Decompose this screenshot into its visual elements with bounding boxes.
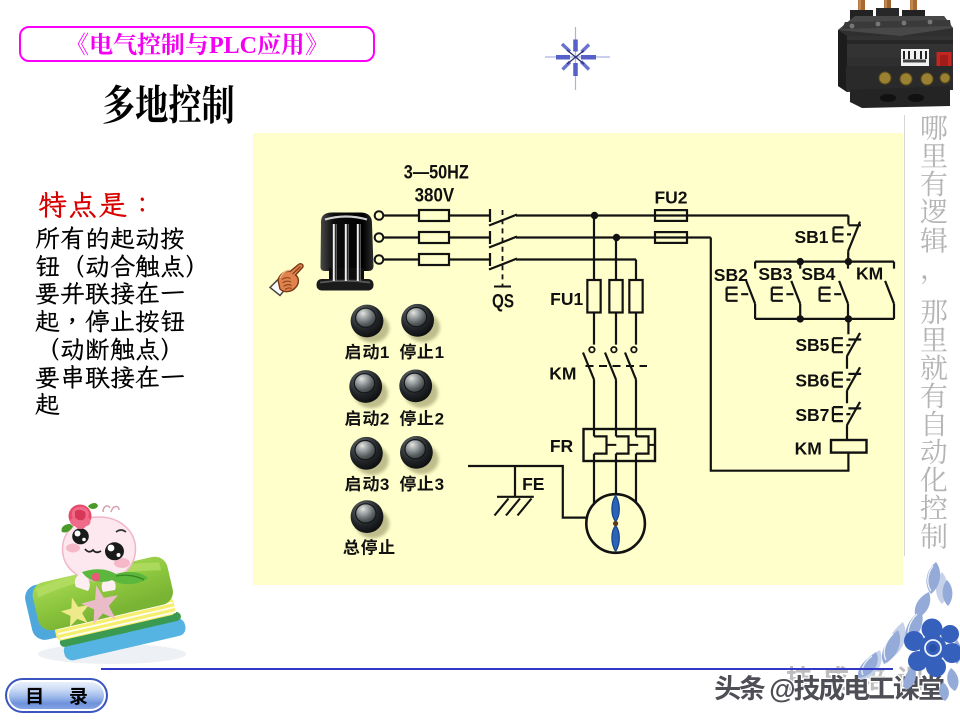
svg-text:3—50HZ: 3—50HZ — [404, 163, 469, 184]
svg-text:启动3: 启动3 — [345, 470, 391, 495]
svg-text:总停止: 总停止 — [343, 534, 396, 559]
svg-text:KM: KM — [549, 364, 576, 384]
svg-text:380V: 380V — [415, 185, 455, 206]
svg-text:启动1: 启动1 — [345, 338, 391, 363]
svg-text:停止1: 停止1 — [399, 338, 445, 363]
svg-text:SB6: SB6 — [795, 371, 829, 391]
svg-text:SB2: SB2 — [714, 265, 748, 285]
svg-text:QS: QS — [492, 291, 514, 313]
svg-text:SB1: SB1 — [794, 227, 828, 247]
svg-text:SB3: SB3 — [758, 264, 792, 284]
svg-text:技成培训: 技成培训 — [786, 659, 934, 696]
svg-text:FU2: FU2 — [654, 188, 687, 208]
svg-text:FE: FE — [522, 474, 544, 494]
svg-text:FU1: FU1 — [550, 289, 583, 309]
svg-text:SB5: SB5 — [795, 335, 829, 355]
svg-text:停止3: 停止3 — [399, 470, 445, 495]
svg-text:SB4: SB4 — [801, 264, 835, 284]
svg-text:KM: KM — [795, 439, 822, 459]
svg-text:KM: KM — [856, 264, 883, 284]
svg-text:FR: FR — [550, 436, 574, 456]
svg-text:启动2: 启动2 — [345, 404, 391, 429]
svg-text:SB7: SB7 — [795, 405, 829, 425]
svg-text:停止2: 停止2 — [399, 404, 445, 429]
